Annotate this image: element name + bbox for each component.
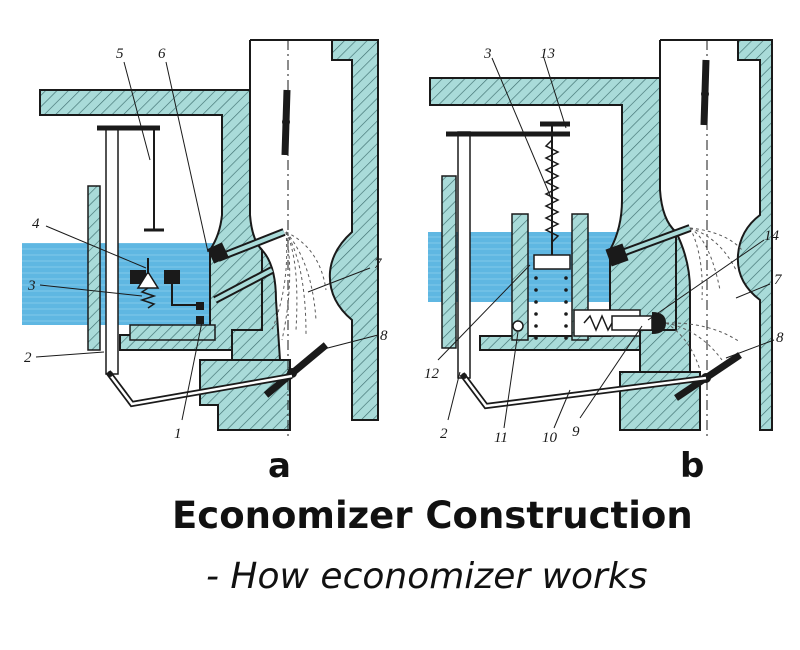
pump-spring-b <box>544 139 560 243</box>
panel-b-label: b <box>680 446 705 486</box>
callout-b-13: 13 <box>540 46 555 62</box>
pump-nozzle-b <box>611 315 653 331</box>
caption-title: Economizer Construction <box>172 494 693 537</box>
panel-b-drawing: 3 13 14 7 12 8 2 11 10 9 <box>424 39 784 446</box>
inlet-ball-valve-b <box>512 320 524 332</box>
callout-b-3: 3 <box>483 46 492 62</box>
callout-b-9: 9 <box>572 424 580 440</box>
bowl-left-wall-a <box>87 185 101 351</box>
bowl-left-wall-b <box>441 175 457 349</box>
fuel-level-a <box>22 243 232 325</box>
callout-a-1: 1 <box>174 426 182 442</box>
callout-b-10: 10 <box>542 430 558 446</box>
callout-a-7: 7 <box>374 256 383 272</box>
panel-a-label: a <box>268 446 291 486</box>
callout-b-8: 8 <box>776 330 784 346</box>
callout-a-5: 5 <box>116 46 124 62</box>
float-chamber-body-b <box>429 77 677 351</box>
plunger-b <box>533 254 571 270</box>
callout-a-3: 3 <box>27 278 36 294</box>
callout-b-11: 11 <box>494 430 508 446</box>
callout-a-6: 6 <box>158 46 166 62</box>
callout-b-2: 2 <box>440 426 448 442</box>
pump-rod-a <box>105 127 119 375</box>
float-chamber-body-a <box>39 89 263 351</box>
economizer-cavity-a <box>129 324 216 341</box>
caption-subtitle: - How economizer works <box>206 556 648 597</box>
callout-a-8: 8 <box>380 328 388 344</box>
piston-housing-b <box>511 213 529 341</box>
pump-rod-b <box>457 131 471 379</box>
panel-a-drawing: 5 6 4 3 7 2 8 1 <box>22 39 388 442</box>
economizer-diagram: 5 6 4 3 7 2 8 1 <box>22 39 784 446</box>
callout-a-4: 4 <box>32 216 40 232</box>
fuel-spray-b <box>665 227 743 371</box>
callout-b-7: 7 <box>774 272 783 288</box>
throat-wall-right-a <box>328 39 379 421</box>
callout-b-12: 12 <box>424 366 440 382</box>
fuel-spray-a <box>271 231 327 341</box>
callout-a-2: 2 <box>24 350 32 366</box>
callout-b-14: 14 <box>764 228 780 244</box>
throat-wall-right-b <box>736 39 773 431</box>
